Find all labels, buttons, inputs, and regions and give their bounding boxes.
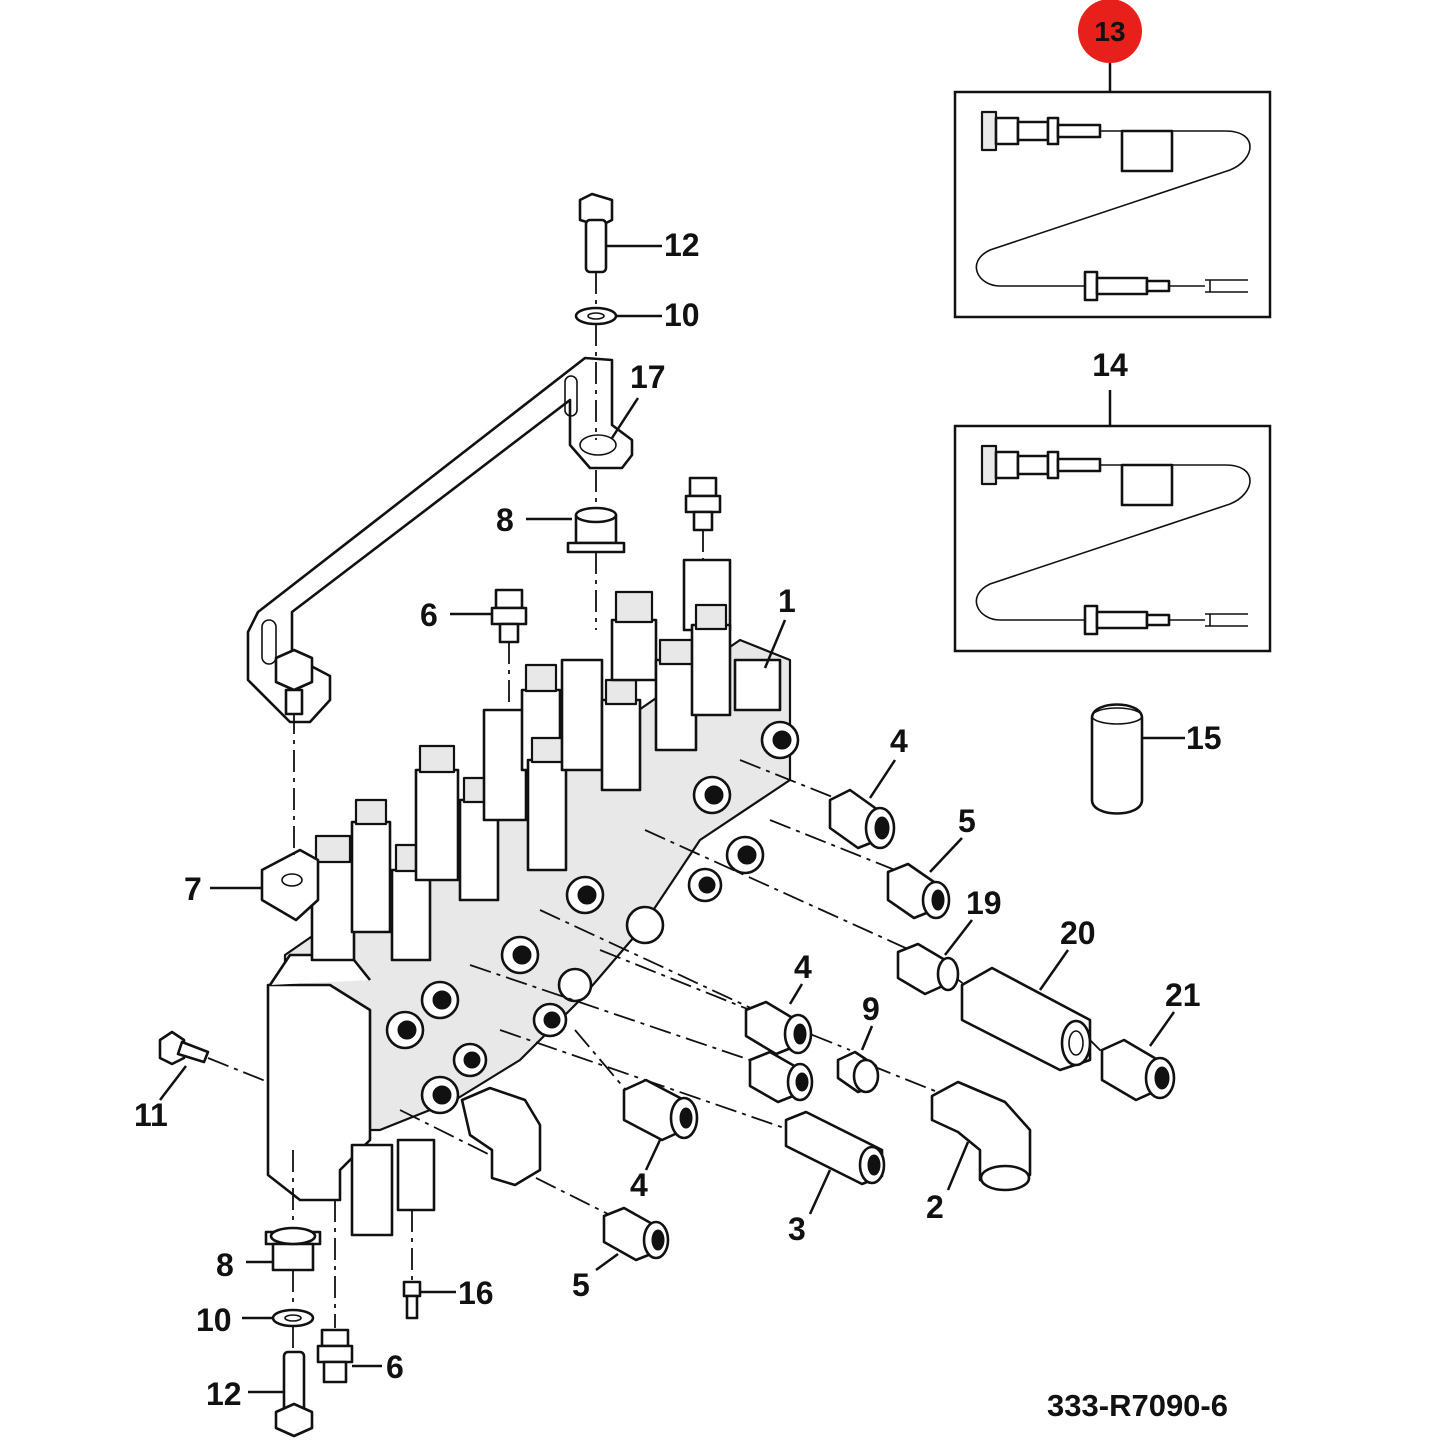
callout-14-group[interactable]: 14: [1092, 347, 1128, 426]
part-8-spacer-bottom[interactable]: 8: [216, 1226, 322, 1283]
callout-15-label: 15: [1186, 720, 1222, 756]
callout-13-highlight: [1078, 0, 1142, 63]
part-15-plug[interactable]: 15: [1090, 703, 1222, 815]
harness-13-icon: [975, 110, 1251, 302]
part-12-bolt-top[interactable]: 12: [578, 192, 700, 274]
callout-14-label: 14: [1092, 347, 1128, 383]
part-10-washer-top[interactable]: 10: [574, 297, 700, 333]
valve-spools: [310, 558, 782, 962]
callout-2-label: 2: [926, 1189, 944, 1225]
callout-19-label: 19: [966, 885, 1002, 921]
callout-4-middle-label: 4: [794, 949, 812, 985]
callout-12-top-label: 12: [664, 227, 700, 263]
callout-13-group[interactable]: 13: [1078, 0, 1142, 92]
callout-5-upper-label: 5: [958, 803, 976, 839]
callout-10-bottom-label: 10: [196, 1302, 232, 1338]
part-8-spacer-top[interactable]: 8: [496, 502, 626, 554]
callout-12-bottom-label: 12: [206, 1376, 242, 1412]
part-4-fitting-middle[interactable]: 4: [744, 949, 813, 1056]
callout-4-upper-label: 4: [890, 723, 908, 759]
fitting-top-right: [684, 476, 722, 532]
kit-box-14[interactable]: [953, 424, 1272, 653]
callout-3-label: 3: [788, 1211, 806, 1247]
part-11-bolt[interactable]: 11: [134, 1030, 269, 1133]
valve-elbow-fitting: [460, 1086, 542, 1187]
fitting-middle-lower: [748, 1050, 814, 1104]
part-4-fitting-lower[interactable]: 4: [622, 1078, 699, 1203]
callout-6-top-label: 6: [420, 597, 438, 633]
part-21-fitting[interactable]: 21: [1100, 977, 1201, 1102]
figure-number: 333-R7090-6: [1047, 1388, 1228, 1423]
callout-9-label: 9: [862, 991, 880, 1027]
bracket-bolt-head: [274, 648, 314, 716]
harness-14-icon: [975, 444, 1251, 636]
callout-7-label: 7: [184, 871, 202, 907]
part-10-washer-bottom[interactable]: 10: [196, 1302, 315, 1338]
part-5-fitting-lower[interactable]: 5: [572, 1206, 670, 1303]
part-16-screw[interactable]: 16: [402, 1275, 494, 1320]
callout-6-bottom-label: 6: [386, 1349, 404, 1385]
part-20-coupler[interactable]: 20: [960, 915, 1096, 1072]
callout-8-bottom-label: 8: [216, 1247, 234, 1283]
part-5-fitting-upper[interactable]: 5: [886, 803, 976, 920]
callout-21-label: 21: [1165, 977, 1201, 1013]
part-12-bolt-bottom[interactable]: 12: [206, 1350, 314, 1438]
callout-16-label: 16: [458, 1275, 494, 1311]
callout-11-label: 11: [134, 1097, 168, 1133]
callout-10-top-label: 10: [664, 297, 700, 333]
part-2-elbow[interactable]: 2: [926, 1080, 1032, 1225]
callout-20-label: 20: [1060, 915, 1096, 951]
part-4-fitting-upper[interactable]: 4: [828, 723, 908, 850]
part-9-plug[interactable]: 9: [836, 991, 880, 1094]
callout-1-label: 1: [778, 583, 796, 619]
part-1-control-valve[interactable]: 1: [266, 558, 800, 1237]
callout-4-lower-label: 4: [630, 1167, 648, 1203]
callout-5-lower-label: 5: [572, 1267, 590, 1303]
valve-ports: [385, 720, 800, 1115]
part-3-tube-fitting[interactable]: 3: [784, 1110, 886, 1247]
part-19-adapter[interactable]: 19: [896, 885, 1002, 996]
callout-13-label: 13: [1094, 16, 1125, 47]
kit-box-13[interactable]: [953, 90, 1272, 319]
part-6-fitting-bottom[interactable]: 6: [316, 1328, 404, 1385]
part-6-fitting-top[interactable]: 6: [420, 588, 528, 644]
callout-17-label: 17: [630, 359, 666, 395]
part-7-mount[interactable]: 7: [184, 848, 320, 922]
callout-8-top-label: 8: [496, 502, 514, 538]
